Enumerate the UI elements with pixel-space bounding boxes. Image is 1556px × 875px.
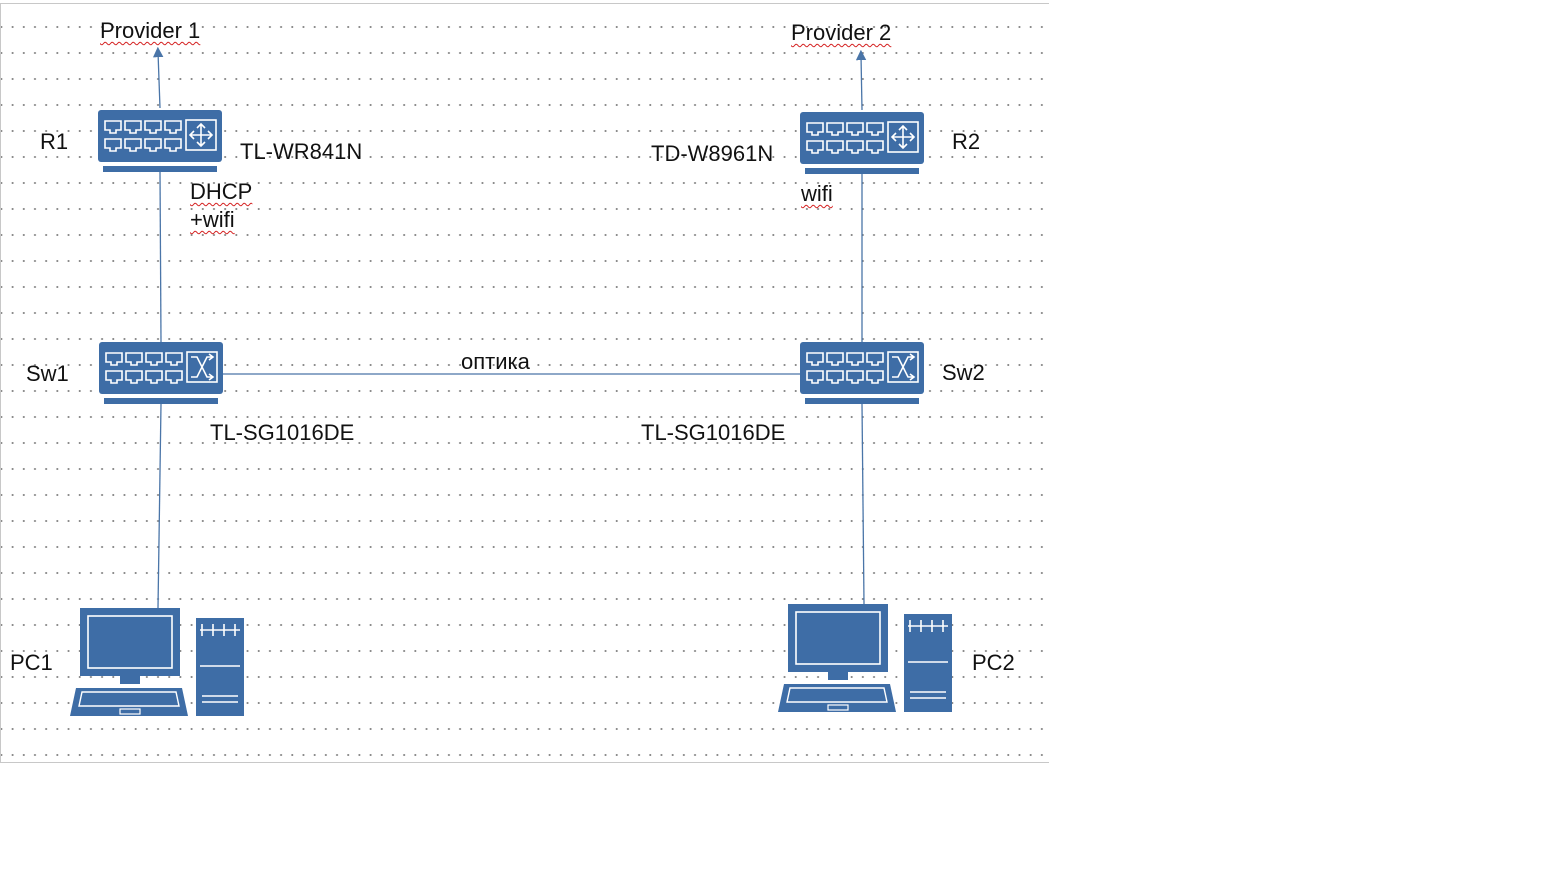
provider1-label: Provider 1 xyxy=(100,18,201,43)
router-icon[interactable] xyxy=(799,110,925,176)
sw1-label: Sw1 xyxy=(26,361,69,386)
sw2-label: Sw2 xyxy=(942,360,985,385)
r2-model-label: TD-W8961N xyxy=(651,141,774,166)
r1-note-wifi: +wifi xyxy=(190,207,235,232)
provider2-label: Provider 2 xyxy=(791,20,892,45)
link-r2-provider2 xyxy=(855,49,867,111)
switch-icon[interactable] xyxy=(98,340,224,406)
sw2-model-label: TL-SG1016DE xyxy=(641,420,786,445)
router-icon[interactable] xyxy=(97,108,223,174)
link-r1-sw1 xyxy=(159,171,162,343)
link-sw1-pc1 xyxy=(157,403,162,609)
r1-model-label: TL-WR841N xyxy=(240,139,363,164)
r1-label: R1 xyxy=(40,129,69,154)
pc1-label: PC1 xyxy=(10,650,53,675)
fiber-link-label: оптика xyxy=(461,349,530,374)
r1-note-dhcp: DHCP xyxy=(190,179,253,204)
switch-icon[interactable] xyxy=(799,340,925,406)
pc2-label: PC2 xyxy=(972,650,1015,675)
r2-note-wifi: wifi xyxy=(801,181,833,206)
link-sw2-pc2 xyxy=(861,403,865,605)
link-r1-provider1 xyxy=(152,46,164,109)
workstation-icon[interactable] xyxy=(70,606,246,718)
r2-label: R2 xyxy=(952,129,981,154)
sw1-model-label: TL-SG1016DE xyxy=(210,420,355,445)
workstation-icon[interactable] xyxy=(778,602,954,714)
